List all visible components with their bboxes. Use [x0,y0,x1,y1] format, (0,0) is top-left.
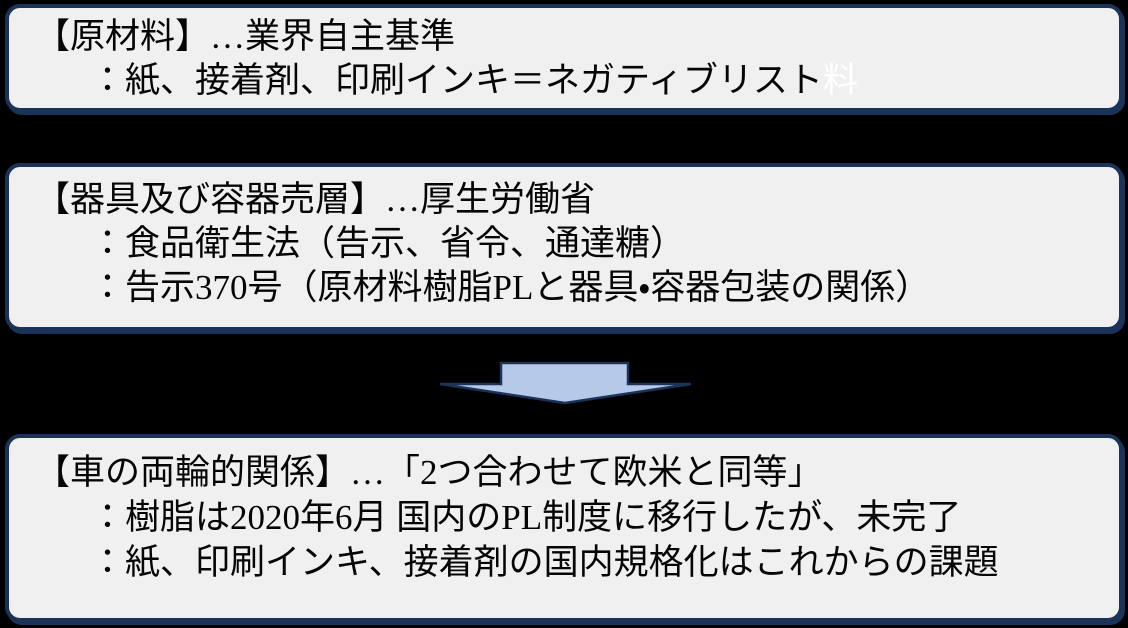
box-raw-materials-title: 【原材料】…業界自主基準 [35,15,1105,59]
line-text: ：告示370号（原材料樹脂PLと器具・容器包装の関係） [90,268,931,307]
line-text: 【器具及び容器売層】…厚生労働省 [35,180,596,219]
box-two-wheels-line-2: ：樹脂は2020年6月 国内のPL制度に移行したが、未完了 [35,495,1105,540]
box-two-wheels-title: 【車の両輪的関係】…「2つ合わせて欧米と同等」 [35,450,1105,495]
line-text: ：紙、印刷インキ、接着剤の国内規格化はこれからの課題 [90,543,999,582]
box-utensils-containers-line-2: ：食品衛生法（告示、省令、通達糖） [35,222,1105,266]
box-utensils-containers-line-3: ：告示370号（原材料樹脂PLと器具・容器包装の関係） [35,266,1105,310]
box-two-wheels-relation: 【車の両輪的関係】…「2つ合わせて欧米と同等」 ：樹脂は2020年6月 国内のP… [5,434,1123,622]
line-text: 【原材料】…業界自主基準 [35,17,456,56]
hidden-white-text: 料 [822,61,858,100]
box-utensils-containers-title: 【器具及び容器売層】…厚生労働省 [35,178,1105,222]
line-text: ：食品衛生法（告示、省令、通達糖） [90,224,686,263]
box-raw-materials: 【原材料】…業界自主基準 ：紙、接着剤、印刷インキ＝ネガティブリスト料 [5,4,1123,112]
down-arrow-icon [439,361,692,405]
box-two-wheels-line-3: ：紙、印刷インキ、接着剤の国内規格化はこれからの課題 [35,540,1105,585]
box-raw-materials-line-2: ：紙、接着剤、印刷インキ＝ネガティブリスト料 [35,59,1105,103]
line-text: ：紙、接着剤、印刷インキ＝ネガティブリスト [90,61,823,100]
line-text: ：樹脂は2020年6月 国内のPL制度に移行したが、未完了 [90,498,962,537]
line-text: 【車の両輪的関係】…「2つ合わせて欧米と同等」 [35,453,823,492]
box-utensils-containers: 【器具及び容器売層】…厚生労働省 ：食品衛生法（告示、省令、通達糖） ：告示37… [5,163,1123,331]
